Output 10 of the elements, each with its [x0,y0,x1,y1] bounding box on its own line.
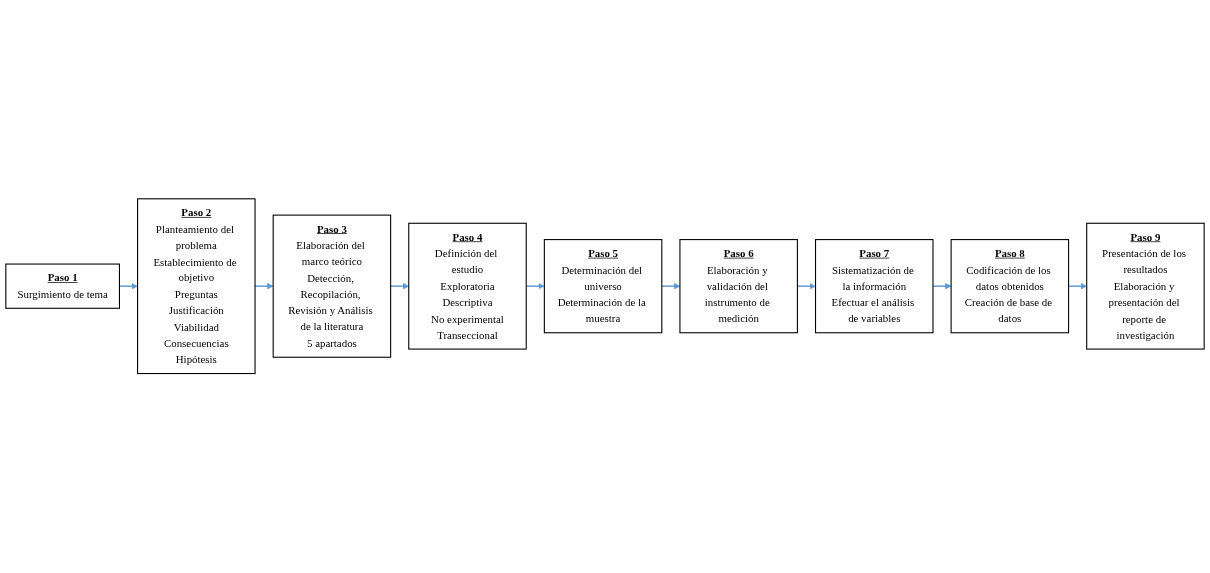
node-box: Paso 1 Surgimiento de tema [5,263,120,310]
node-box: Paso 3 Elaboración del marco teórico Detección, Recopilación, Revisión y Análisis de la literatura 5 apartados [272,214,392,359]
node-box: Paso 5 Determinación del universo Determinación de la muestra [543,239,663,334]
node-box: Paso 7 Sistematización de la información Efectuar el análisis de variables [815,239,934,334]
arrow [932,283,952,290]
node-box: Paso 8 Codificación de los datos obtenidos Creación de base de datos [950,239,1070,334]
node-box: Paso 9 Presentación de los resultados Elaboración y presentación del reporte de investigación [1086,223,1205,350]
node-box: Paso 2 Planteamiento del problema Establecimiento de objetivo Preguntas Justificación Viabilidad Consecuencias Hipótesis [137,198,256,375]
node-box: Paso 6 Elaboración y validación del instrumento de medición [679,239,798,334]
node-box: Paso 4 Definición del estudio Exploratoria Descriptiva No experimental Transeccional [408,223,527,350]
